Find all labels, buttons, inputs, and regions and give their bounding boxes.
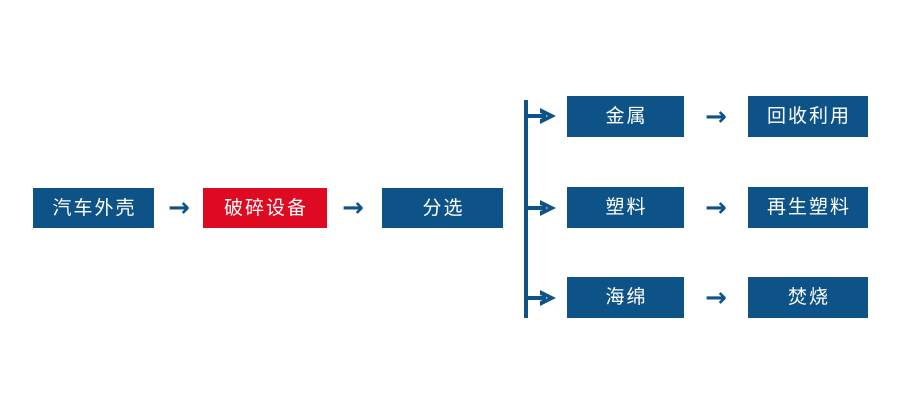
arrow-crusher-to-sorting: → <box>334 188 372 228</box>
arrow-head-icon <box>540 290 556 306</box>
node-sponge[interactable]: 海绵 <box>567 277 684 318</box>
arrow-right-icon: → <box>342 193 364 223</box>
branch-arrow-metal <box>524 101 556 131</box>
node-metal-label: 金属 <box>605 105 648 127</box>
node-car-shell-label: 汽车外壳 <box>52 196 137 219</box>
node-incineration-label: 焚烧 <box>787 286 830 308</box>
arrow-metal-to-recycle: → <box>690 96 742 137</box>
arrow-right-icon: → <box>168 193 190 223</box>
arrow-head-icon <box>540 108 556 124</box>
branch-arrow-sponge <box>524 283 556 313</box>
node-recycle-reuse[interactable]: 回收利用 <box>748 96 868 137</box>
branch-arrow-plastic <box>524 193 556 223</box>
node-sponge-label: 海绵 <box>605 286 648 308</box>
arrow-right-icon: → <box>705 282 727 313</box>
arrow-right-icon: → <box>705 101 727 132</box>
node-recycle-reuse-label: 回收利用 <box>766 105 851 127</box>
arrow-shell-to-crusher: → <box>160 188 198 228</box>
node-plastic[interactable]: 塑料 <box>567 187 684 228</box>
node-metal[interactable]: 金属 <box>567 96 684 137</box>
node-car-shell[interactable]: 汽车外壳 <box>33 188 154 228</box>
arrow-sponge-to-incineration: → <box>690 277 742 318</box>
node-recycled-plastic-label: 再生塑料 <box>766 196 851 218</box>
node-crushing-equipment-label: 破碎设备 <box>223 196 308 219</box>
arrow-plastic-to-recycled-plastic: → <box>690 187 742 228</box>
arrow-right-icon: → <box>705 192 727 223</box>
node-sorting-label: 分选 <box>422 196 465 219</box>
node-incineration[interactable]: 焚烧 <box>748 277 868 318</box>
node-sorting[interactable]: 分选 <box>382 188 503 228</box>
arrow-head-icon <box>540 200 556 216</box>
node-crushing-equipment[interactable]: 破碎设备 <box>203 188 327 228</box>
node-plastic-label: 塑料 <box>605 196 648 218</box>
node-recycled-plastic[interactable]: 再生塑料 <box>748 187 868 228</box>
